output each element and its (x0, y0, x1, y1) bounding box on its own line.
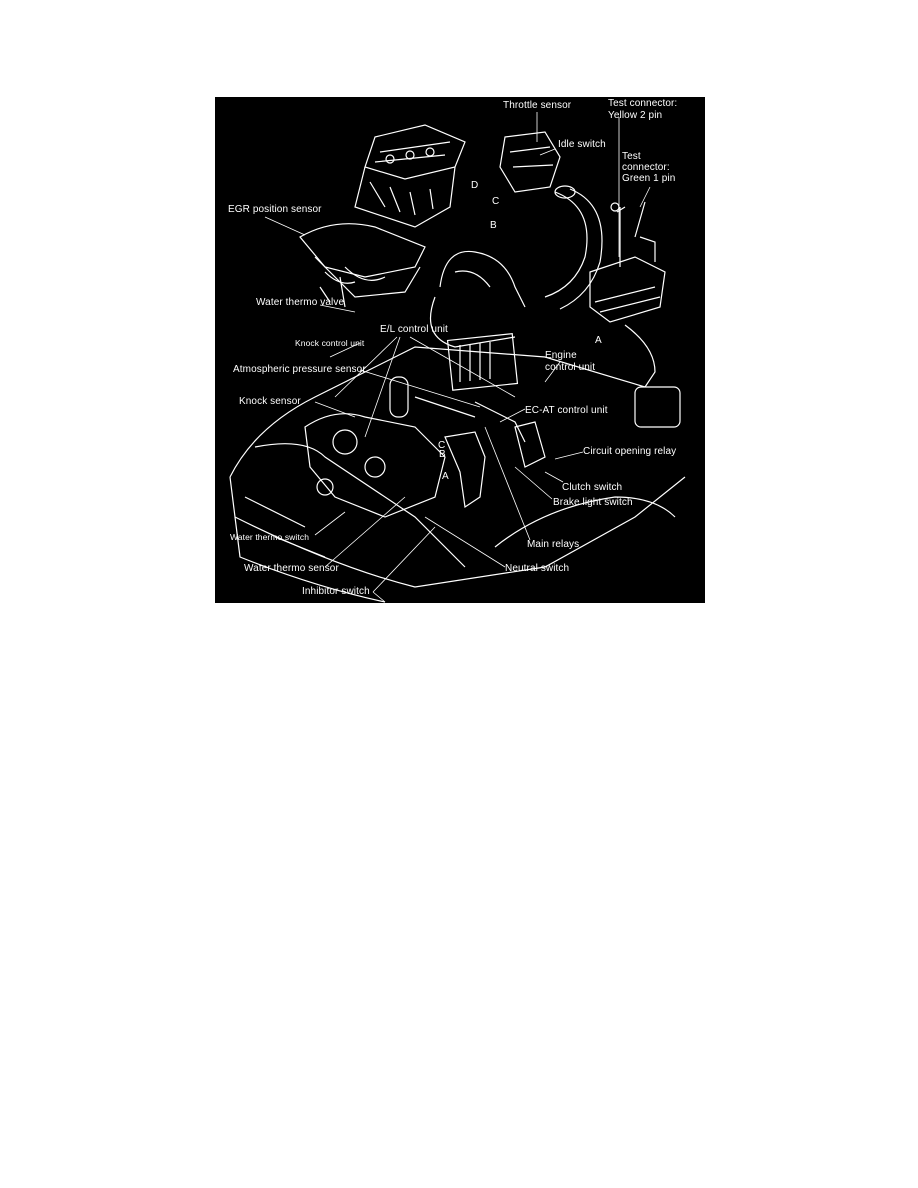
label-test-connector-green-line3: Green 1 pin (622, 173, 676, 184)
connector-marker-c-lower: C (438, 440, 446, 451)
label-engine-control-unit-line1: Engine (545, 350, 577, 361)
label-clutch-switch: Clutch switch (562, 482, 623, 493)
label-knock-sensor: Knock sensor (239, 396, 301, 407)
label-ec-at-control-unit: EC-AT control unit (525, 405, 608, 416)
label-test-connector-yellow-line2: Yellow 2 pin (608, 110, 663, 121)
engine-line-drawing (229, 112, 686, 603)
label-inhibitor-switch: Inhibitor switch (302, 586, 370, 597)
label-knock-control-unit: Knock control unit (295, 338, 365, 348)
label-test-connector-green-line1: Test (622, 151, 641, 162)
label-brake-light-switch: Brake light switch (553, 497, 633, 508)
connector-marker-a: A (595, 335, 602, 346)
label-throttle-sensor: Throttle sensor (503, 100, 572, 111)
label-test-connector-yellow-line1: Test connector: (608, 98, 678, 109)
label-el-control-unit: E/L control unit (380, 324, 448, 335)
connector-marker-a-lower: A (442, 471, 449, 482)
label-engine-control-unit-line2: control unit (545, 362, 596, 373)
label-idle-switch: Idle switch (558, 139, 606, 150)
label-egr-position-sensor: EGR position sensor (228, 204, 322, 215)
connector-marker-b-lower: B (439, 449, 446, 460)
label-atmospheric-pressure-sensor: Atmospheric pressure sensor (233, 364, 366, 375)
engine-components-diagram: D C B A C B A Throttle sensor Test conne… (215, 97, 705, 603)
label-water-thermo-switch: Water thermo switch (230, 532, 310, 542)
label-water-thermo-sensor: Water thermo sensor (244, 563, 339, 574)
connector-marker-b: B (490, 220, 497, 231)
label-test-connector-green-line2: connector: (622, 162, 670, 173)
label-neutral-switch: Neutral switch (505, 563, 570, 574)
connector-marker-c: C (492, 196, 500, 207)
label-water-thermo-valve: Water thermo valve (256, 297, 345, 308)
label-main-relays: Main relays (527, 539, 580, 550)
label-circuit-opening-relay: Circuit opening relay (583, 446, 677, 457)
connector-marker-d: D (471, 180, 479, 191)
